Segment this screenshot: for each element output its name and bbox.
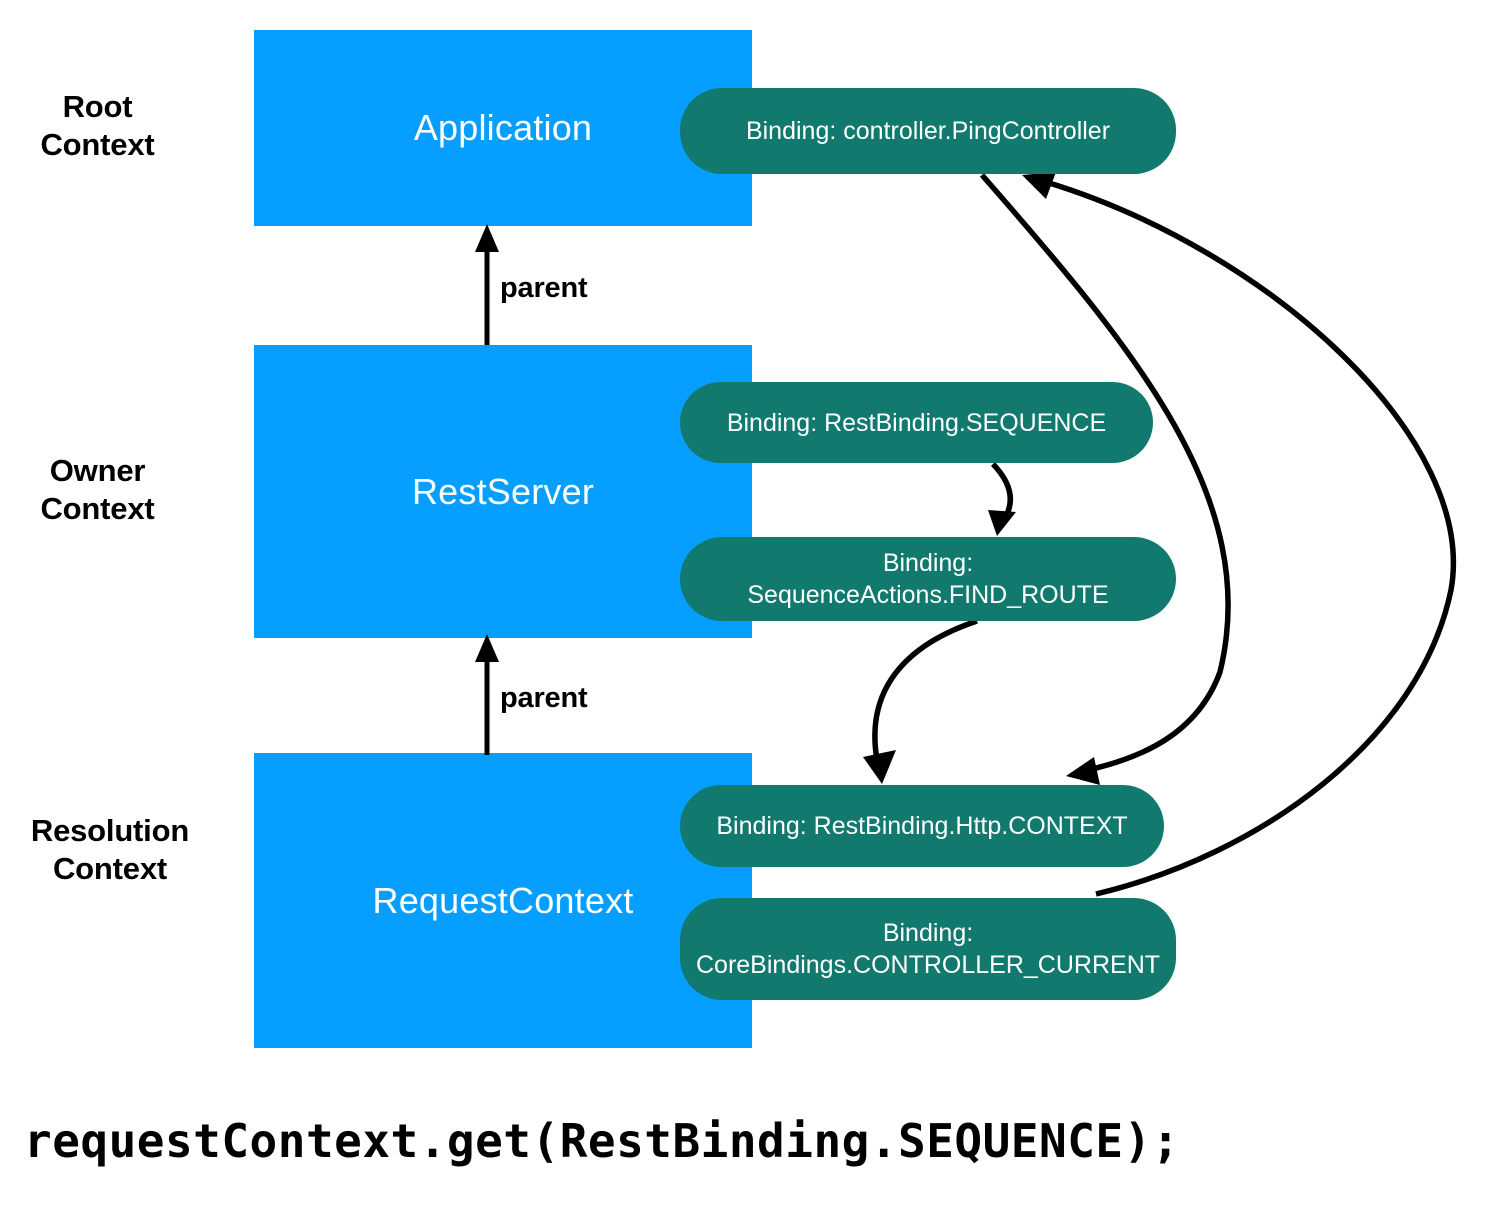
edge-sequence-to-findroute bbox=[988, 462, 1016, 536]
code-caption: requestContext.get(RestBinding.SEQUENCE)… bbox=[24, 1114, 1180, 1168]
parent-arrow-requestcontext-to-restserver bbox=[475, 634, 499, 755]
binding-pill-restbinding-sequence[interactable]: Binding: RestBinding.SEQUENCE bbox=[680, 382, 1153, 463]
context-box-application[interactable]: Application bbox=[254, 30, 752, 226]
parent-edge-label-upper: parent bbox=[500, 272, 588, 304]
side-label-root-context: Root Context bbox=[40, 89, 155, 163]
edge-pingcontroller-to-httpcontext bbox=[979, 173, 1231, 785]
parent-edge-label-lower: parent bbox=[500, 682, 588, 714]
binding-pill-corebindings-controller-current[interactable]: Binding: CoreBindings.CONTROLLER_CURRENT bbox=[680, 898, 1176, 1000]
binding-pill-pingcontroller[interactable]: Binding: controller.PingController bbox=[680, 88, 1176, 174]
edge-findroute-to-httpcontext bbox=[863, 618, 978, 784]
side-label-resolution-context: Resolution Context bbox=[30, 813, 190, 887]
side-label-owner-context: Owner Context bbox=[40, 453, 155, 527]
binding-pill-restbinding-http-context[interactable]: Binding: RestBinding.Http.CONTEXT bbox=[680, 785, 1164, 867]
parent-arrow-restserver-to-application bbox=[475, 224, 499, 345]
context-box-restserver[interactable]: RestServer bbox=[254, 345, 752, 638]
binding-pill-sequenceactions-findroute[interactable]: Binding: SequenceActions.FIND_ROUTE bbox=[680, 537, 1176, 621]
context-box-requestcontext[interactable]: RequestContext bbox=[254, 753, 752, 1048]
